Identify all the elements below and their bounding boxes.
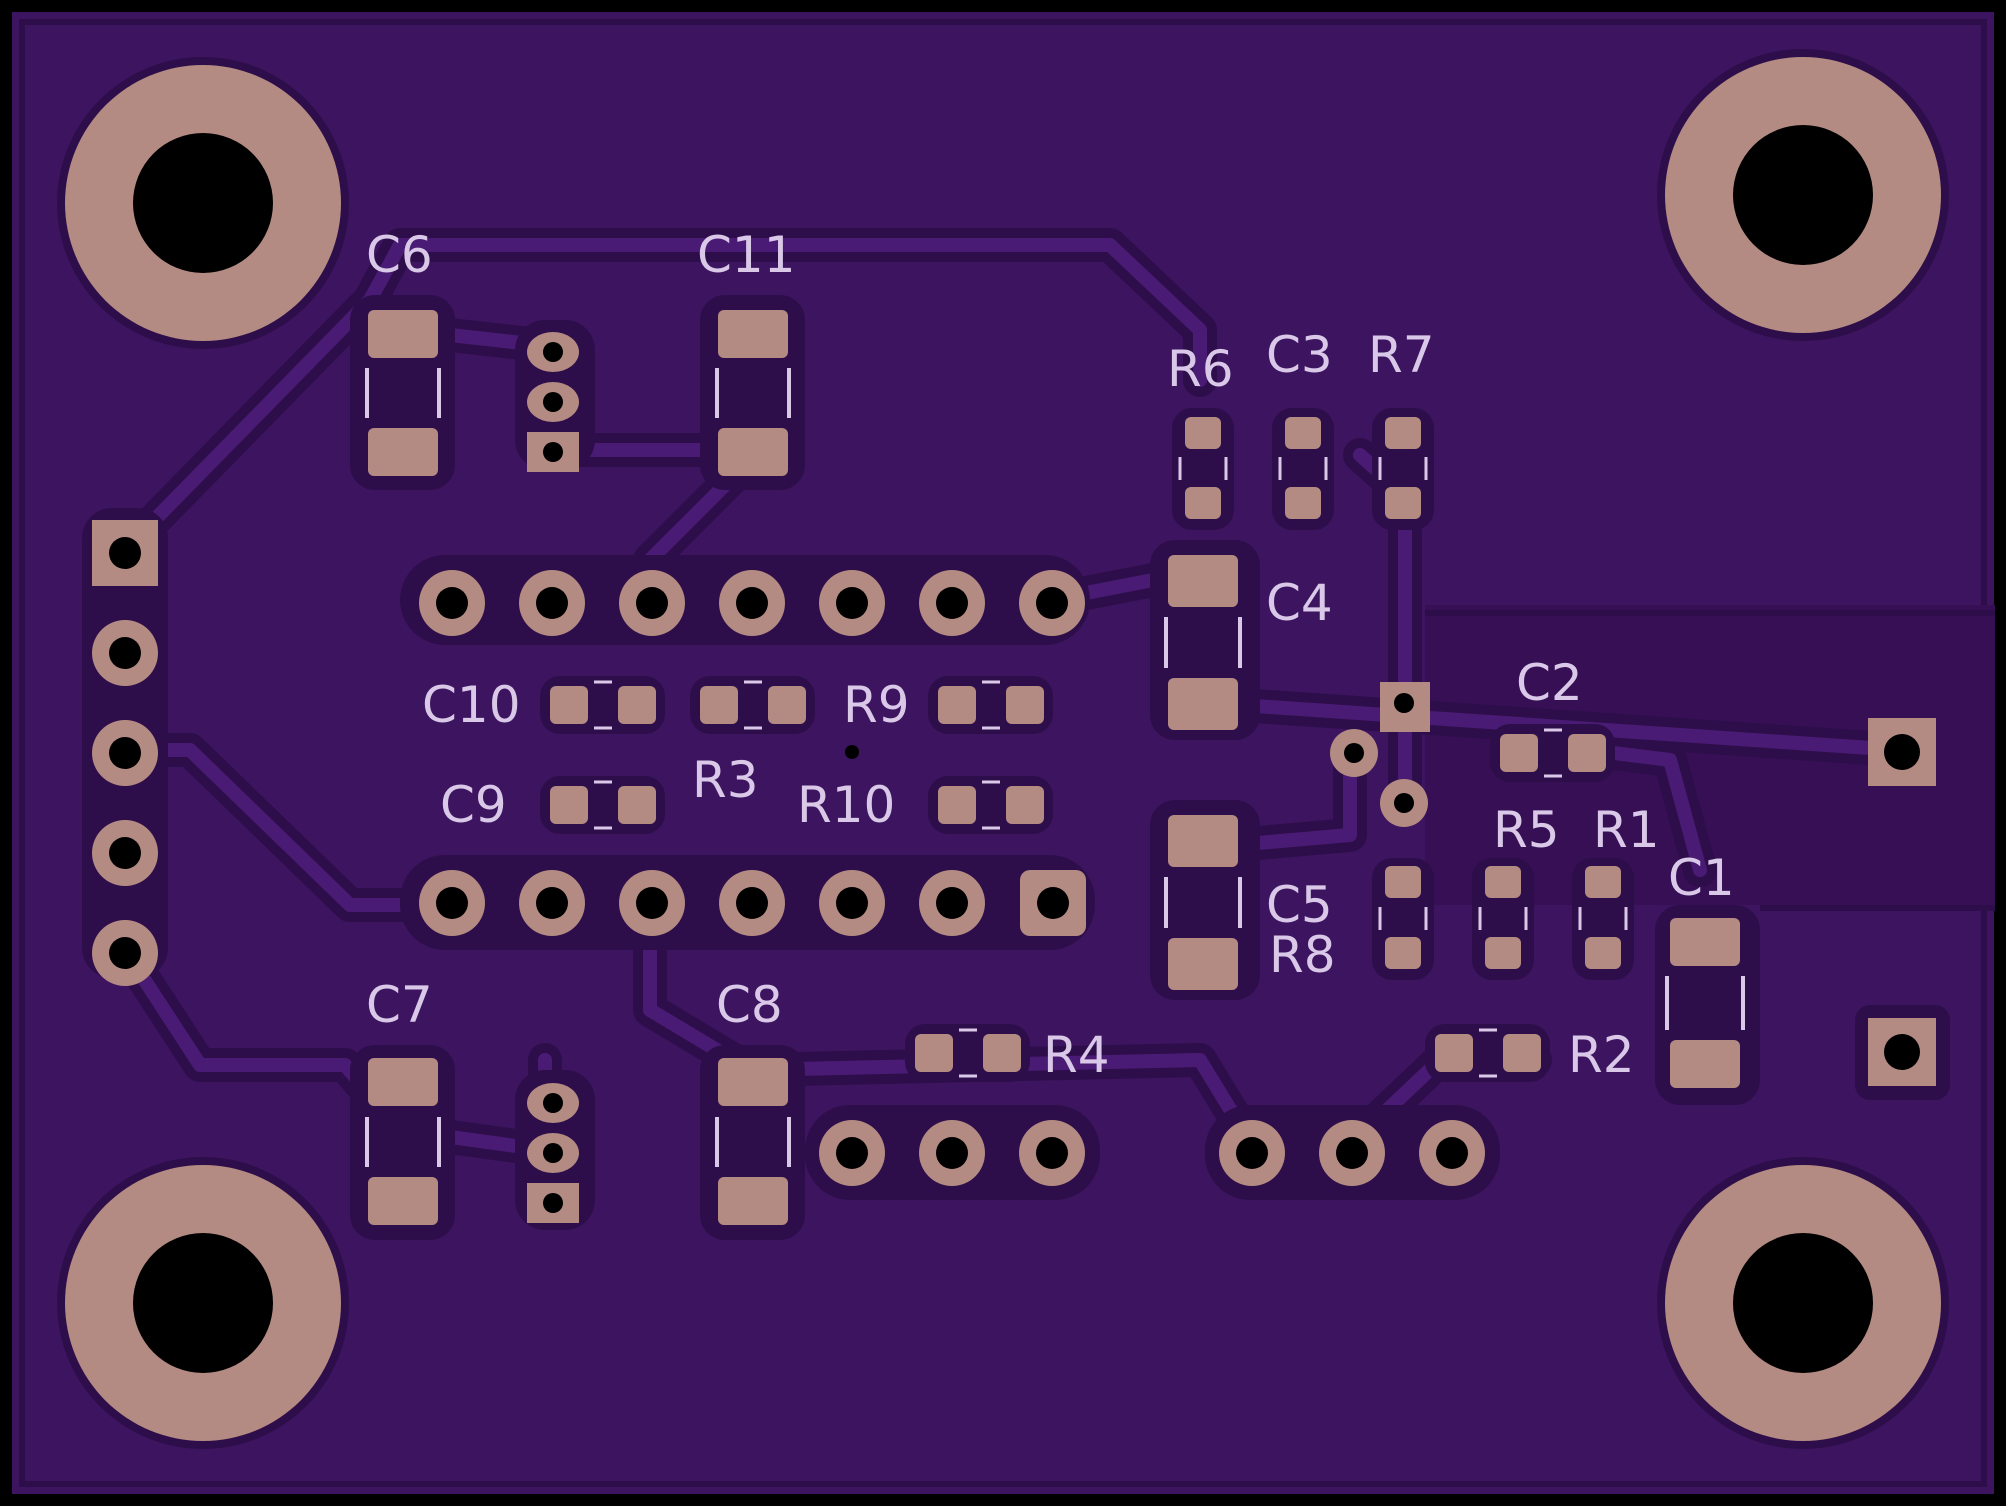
header-left [82, 508, 168, 986]
header-3pin-bottom-right [1205, 1105, 1500, 1200]
mounting-hole-bottom-left [57, 1157, 349, 1449]
label-R3: R3 [692, 751, 759, 809]
via [845, 745, 859, 759]
small-3pin-bottom [515, 1070, 595, 1230]
mounting-hole-top-right [1657, 49, 1949, 341]
right-pads [1855, 718, 1950, 1100]
label-R7: R7 [1368, 326, 1435, 384]
small-3pin-top [515, 320, 595, 472]
label-C6: C6 [366, 226, 433, 284]
silkscreen-labels: C6 C11 R6 C3 R7 C4 C10 R9 R3 C2 C9 R10 R… [366, 226, 1735, 1084]
label-R5: R5 [1493, 801, 1560, 859]
label-C3: C3 [1266, 326, 1333, 384]
smd-large [350, 295, 1760, 1240]
label-C5: C5 [1266, 876, 1333, 934]
label-R8: R8 [1269, 926, 1336, 984]
dip-top-row [400, 555, 1090, 645]
label-C10: C10 [422, 676, 521, 734]
to92-right [1330, 682, 1430, 827]
label-R6: R6 [1167, 340, 1234, 398]
mounting-hole-top-left [57, 57, 349, 349]
label-C1: C1 [1668, 849, 1735, 907]
header-3pin-bottom-left [805, 1105, 1100, 1200]
label-R1: R1 [1593, 801, 1660, 859]
label-C7: C7 [366, 976, 433, 1034]
label-R4: R4 [1043, 1026, 1110, 1084]
label-R2: R2 [1568, 1026, 1635, 1084]
label-C9: C9 [440, 776, 507, 834]
smd-small-vertical [1172, 408, 1634, 980]
label-R10: R10 [797, 776, 895, 834]
label-R9: R9 [843, 676, 910, 734]
label-C2: C2 [1516, 654, 1583, 712]
smd-small-horizontal [540, 676, 1615, 1082]
mounting-hole-bottom-right [1657, 1157, 1949, 1449]
label-C11: C11 [697, 226, 796, 284]
label-C4: C4 [1266, 574, 1333, 632]
mounting-holes [57, 49, 1949, 1449]
dip-bottom-row [400, 855, 1095, 950]
label-C8: C8 [716, 976, 783, 1034]
